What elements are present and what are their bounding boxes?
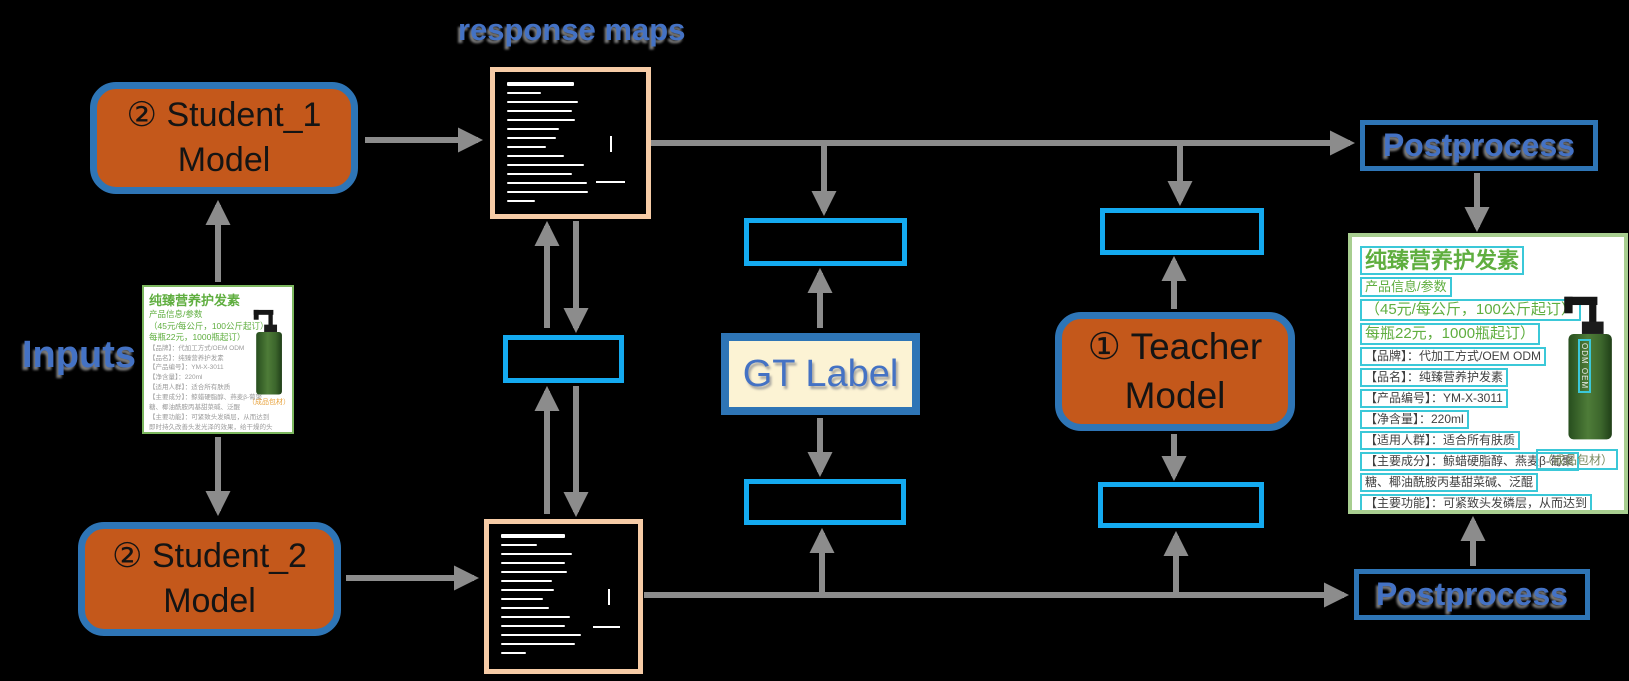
response-maps-label: response maps: [458, 12, 686, 47]
response-map-2-lines: [501, 534, 628, 654]
response-map-1-short-line: [596, 181, 625, 184]
response-map-line: [501, 562, 565, 564]
response-map-line: [501, 589, 555, 591]
output-bottle-label: ODM OEM: [1578, 339, 1591, 394]
gt-label-box: GT Label: [721, 333, 920, 415]
input-card-detail: 发足够的滋养: [149, 433, 287, 434]
output-card-detail: 【品名】：纯臻营养护发素: [1360, 367, 1509, 387]
output-card-detail: 【适用人群】：适合所有肤质: [1360, 430, 1521, 450]
teacher-label-line2: Model: [1124, 374, 1226, 416]
response-map-1-lines: [507, 82, 636, 202]
output-card-packaging-note: （成品包材）: [1535, 449, 1618, 470]
response-map-1-tick: [609, 135, 612, 152]
response-map-1: [490, 67, 651, 219]
loss-box-teacher-top: [1100, 208, 1264, 255]
response-map-line: [507, 191, 589, 193]
output-card-detail: 【主要成分】：鲸蜡硬脂醇、燕麦β-葡聚: [1360, 451, 1579, 471]
response-map-line: [501, 534, 565, 538]
response-map-line: [507, 146, 546, 148]
input-card-detail: 【产品编号】：YM-X-3011: [149, 364, 224, 372]
input-card-price2: 每瓶22元，1000瓶起订）: [149, 332, 246, 343]
response-map-line: [507, 164, 585, 166]
output-card-subtitle: 产品信息/参数: [1360, 277, 1452, 297]
response-map-line: [501, 571, 568, 573]
input-card-detail: 【主要功能】：可紧致头发磷层，从而达到: [149, 413, 270, 421]
output-product-card: 纯臻营养护发素 产品信息/参数 （45元/每公斤，100公斤起订） 每瓶22元，…: [1348, 233, 1628, 514]
response-map-line: [501, 607, 550, 609]
response-map-line: [501, 553, 573, 555]
student1-label-line2: Model: [177, 141, 271, 179]
output-card-price1: （45元/每公斤，100公斤起订）: [1360, 298, 1581, 321]
response-map-line: [507, 137, 557, 139]
response-map-line: [507, 119, 576, 121]
input-card-detail: 【品名】：纯臻营养护发素: [149, 354, 224, 362]
response-map-line: [501, 643, 575, 645]
output-card-detail: 【主要功能】：可紧致头发磷层，从而达到: [1360, 493, 1593, 510]
response-map-line: [507, 173, 572, 175]
postprocess-top-label: Postprocess: [1382, 127, 1576, 163]
loss-box-gt-bottom: [744, 479, 906, 525]
teacher-model-box: ① Teacher Model: [1055, 312, 1295, 431]
output-card-detail: 【净含量】：220ml: [1360, 409, 1469, 429]
response-map-line: [501, 544, 537, 546]
input-card-subtitle: 产品信息/参数: [149, 309, 203, 320]
input-card-detail: 【净含量】：220ml: [149, 374, 203, 382]
response-map-2: [484, 519, 643, 674]
student1-label-line1: ② Student_1: [126, 96, 322, 135]
output-card-detail: 糖、椰油酰胺丙基甜菜碱、泛醌: [1360, 472, 1539, 492]
input-card-detail: 【主要成分】：鲸蜡硬脂醇、燕麦β-葡聚: [149, 394, 263, 402]
response-map-line: [507, 92, 541, 94]
loss-box-teacher-bottom: [1098, 482, 1264, 528]
response-map-line: [507, 200, 536, 202]
postprocess-bottom-box: Postprocess: [1354, 569, 1590, 620]
student2-model-box: ② Student_2 Model: [78, 522, 341, 636]
input-card-detail: 即时持久改善头发光泽的效果，给干燥的头: [149, 423, 273, 431]
response-map-line: [507, 128, 559, 130]
response-map-line: [501, 652, 527, 654]
response-map-2-tick: [608, 589, 611, 606]
student2-label-line1: ② Student_2: [112, 537, 307, 576]
response-map-line: [501, 580, 552, 582]
loss-box-gt-top: [744, 218, 907, 266]
response-map-line: [501, 616, 570, 618]
product-bottle-image: [253, 309, 282, 395]
response-map-line: [501, 634, 581, 636]
input-card-detail: 【品牌】：代加工方式/OEM ODM: [149, 344, 245, 352]
input-card-title: 纯臻营养护发素: [149, 293, 241, 308]
response-map-line: [501, 625, 565, 627]
output-card-price2: 每瓶22元，1000瓶起订）: [1360, 322, 1541, 345]
input-product-card: 纯臻营养护发素 产品信息/参数 （45元/每公斤，100公斤起订） 每瓶22元，…: [142, 285, 294, 434]
response-map-line: [507, 155, 564, 157]
postprocess-top-box: Postprocess: [1360, 120, 1598, 171]
input-card-packaging-note: （成品包材）: [248, 399, 290, 406]
response-map-line: [507, 82, 575, 86]
student2-label-line2: Model: [163, 582, 256, 620]
teacher-label-line1: ① Teacher: [1087, 325, 1263, 367]
output-bottle-wrap: ODM OEM: [1554, 287, 1616, 445]
postprocess-bottom-label: Postprocess: [1375, 576, 1569, 612]
inputs-label: Inputs: [22, 334, 136, 376]
input-card-detail: 糖、椰油酰胺丙基甜菜碱、泛醌: [149, 403, 240, 411]
response-map-line: [507, 182, 587, 184]
gt-label-text: GT Label: [742, 352, 899, 395]
output-card-detail: 【品牌】：代加工方式/OEM ODM: [1360, 346, 1546, 366]
response-map-2-short-line: [593, 625, 621, 628]
output-card-title: 纯臻营养护发素: [1360, 246, 1525, 276]
response-map-line: [507, 110, 572, 112]
response-map-line: [501, 598, 543, 600]
output-card-detail: 【产品编号】：YM-X-3011: [1360, 388, 1508, 408]
response-map-line: [507, 101, 578, 103]
student1-model-box: ② Student_1 Model: [90, 82, 358, 194]
input-card-detail: 【适用人群】：适合所有肤质: [149, 384, 231, 392]
loss-box-between-maps: [503, 335, 624, 383]
input-card-price1: （45元/每公斤，100公斤起订）: [149, 320, 269, 331]
